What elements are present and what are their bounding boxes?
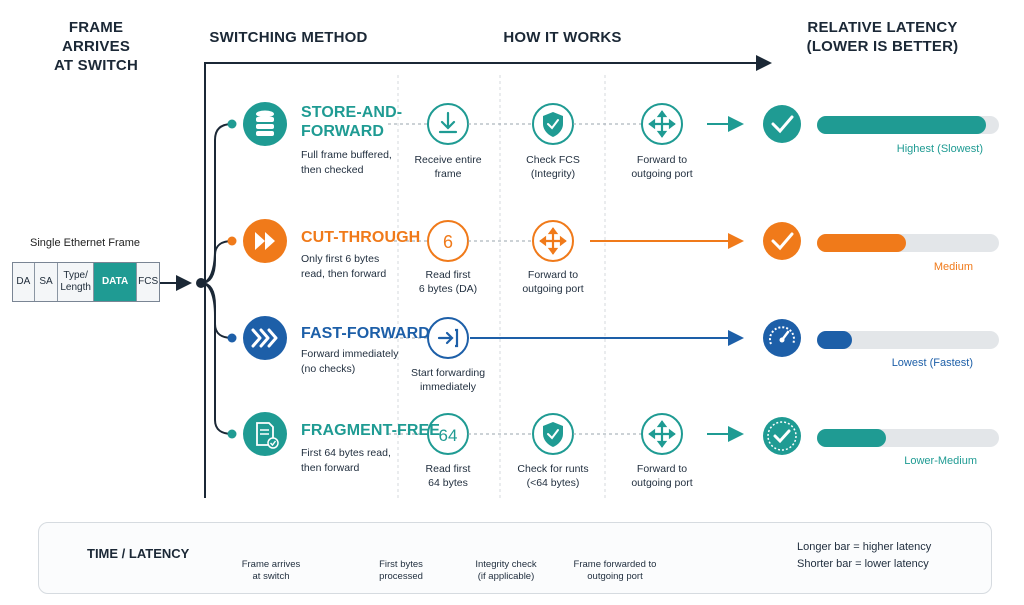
number-64-text: 64 (439, 426, 458, 445)
number-6-text: 6 (443, 232, 453, 252)
fan-branches (200, 123, 233, 435)
checkmark-icon (763, 222, 801, 260)
method-desc-store-and-forward: Full frame buffered, then checked (301, 149, 392, 176)
triple-chevron-icon (243, 316, 287, 360)
method-title-fast-forward: FAST-FORWARD (301, 325, 430, 342)
legend-longer-bar: Longer bar = higher latency (797, 541, 932, 553)
header-switching-method: SWITCHING METHOD (209, 29, 368, 46)
frame-field-fcs: FCS (138, 276, 159, 287)
column-dividers (397, 75, 606, 500)
step-label-check-fcs: Check FCS (Integrity) (526, 154, 580, 180)
timeline-label-first-bytes: First bytes processed (379, 559, 423, 582)
row-fast-forward (243, 316, 999, 360)
method-title-fragment-free: FRAGMENT-FREE (301, 422, 441, 439)
latency-track-3 (817, 331, 999, 349)
latency-bar-cut-through (817, 234, 906, 252)
method-title-cut-through: CUT-THROUGH (301, 229, 421, 246)
step-label-forward-to-port-1: Forward to outgoing port (631, 154, 693, 180)
header-frame-arrives: FRAME ARRIVES AT SWITCH (53, 19, 138, 74)
method-desc-fragment-free: First 64 bytes read, then forward (301, 447, 391, 474)
timeline-label-frame-forwarded: Frame forwarded to outgoing port (573, 559, 657, 582)
frame-caption: Single Ethernet Frame (30, 237, 141, 249)
method-desc-fast-forward: Forward immediately (no checks) (301, 348, 399, 375)
frame-field-da: DA (13, 263, 35, 301)
latency-label-fragment-free: Lower-Medium (904, 455, 977, 467)
top-axis-arrow (204, 55, 772, 498)
step-label-start-forwarding: Start forwarding immediately (410, 367, 486, 393)
latency-label-store-and-forward: Highest (Slowest) (896, 143, 983, 155)
step-label-receive-entire-frame: Receive entire frame (414, 154, 482, 180)
latency-label-cut-through: Medium (933, 261, 973, 273)
frame-field-type-length: Type/ Length (58, 263, 94, 301)
step-label-read-first-64: Read first 64 bytes (425, 463, 471, 489)
frame-field-data: DATA (93, 263, 138, 301)
step-label-forward-to-port-4: Forward to outgoing port (631, 463, 693, 489)
header-how-it-works: HOW IT WORKS (503, 29, 622, 46)
legend-shorter-bar: Shorter bar = lower latency (797, 558, 929, 570)
step-label-forward-to-port-2: Forward to outgoing port (522, 269, 584, 295)
step-label-check-runts: Check for runts (<64 bytes) (517, 463, 589, 489)
timeline-label-integrity-check: Integrity check (if applicable) (475, 559, 537, 582)
latency-label-fast-forward: Lowest (Fastest) (891, 357, 973, 369)
frame-field-sa: SA (35, 263, 59, 301)
method-title-store-and-forward: STORE-AND- FORWARD (301, 104, 403, 140)
row-store-and-forward (243, 102, 999, 146)
latency-bar-fast-forward (817, 331, 852, 349)
checkmark-icon (763, 105, 801, 143)
timeline-title: TIME / LATENCY (87, 546, 190, 561)
ethernet-frame: DA SA Type/ Length DATA FCS (12, 262, 160, 302)
header-relative-latency: RELATIVE LATENCY (LOWER IS BETTER) (806, 19, 959, 55)
latency-bar-fragment-free (817, 429, 886, 447)
row-cut-through: 6 (243, 219, 999, 263)
timeline-label-frame-arrives: Frame arrives at switch (241, 559, 301, 582)
row-fragment-free: 64 (243, 412, 999, 456)
method-desc-cut-through: Only first 6 bytes read, then forward (301, 253, 387, 280)
timeline-panel (38, 522, 992, 594)
step-label-read-first-6: Read first 6 bytes (DA) (418, 269, 478, 295)
latency-bar-store-and-forward (817, 116, 986, 134)
